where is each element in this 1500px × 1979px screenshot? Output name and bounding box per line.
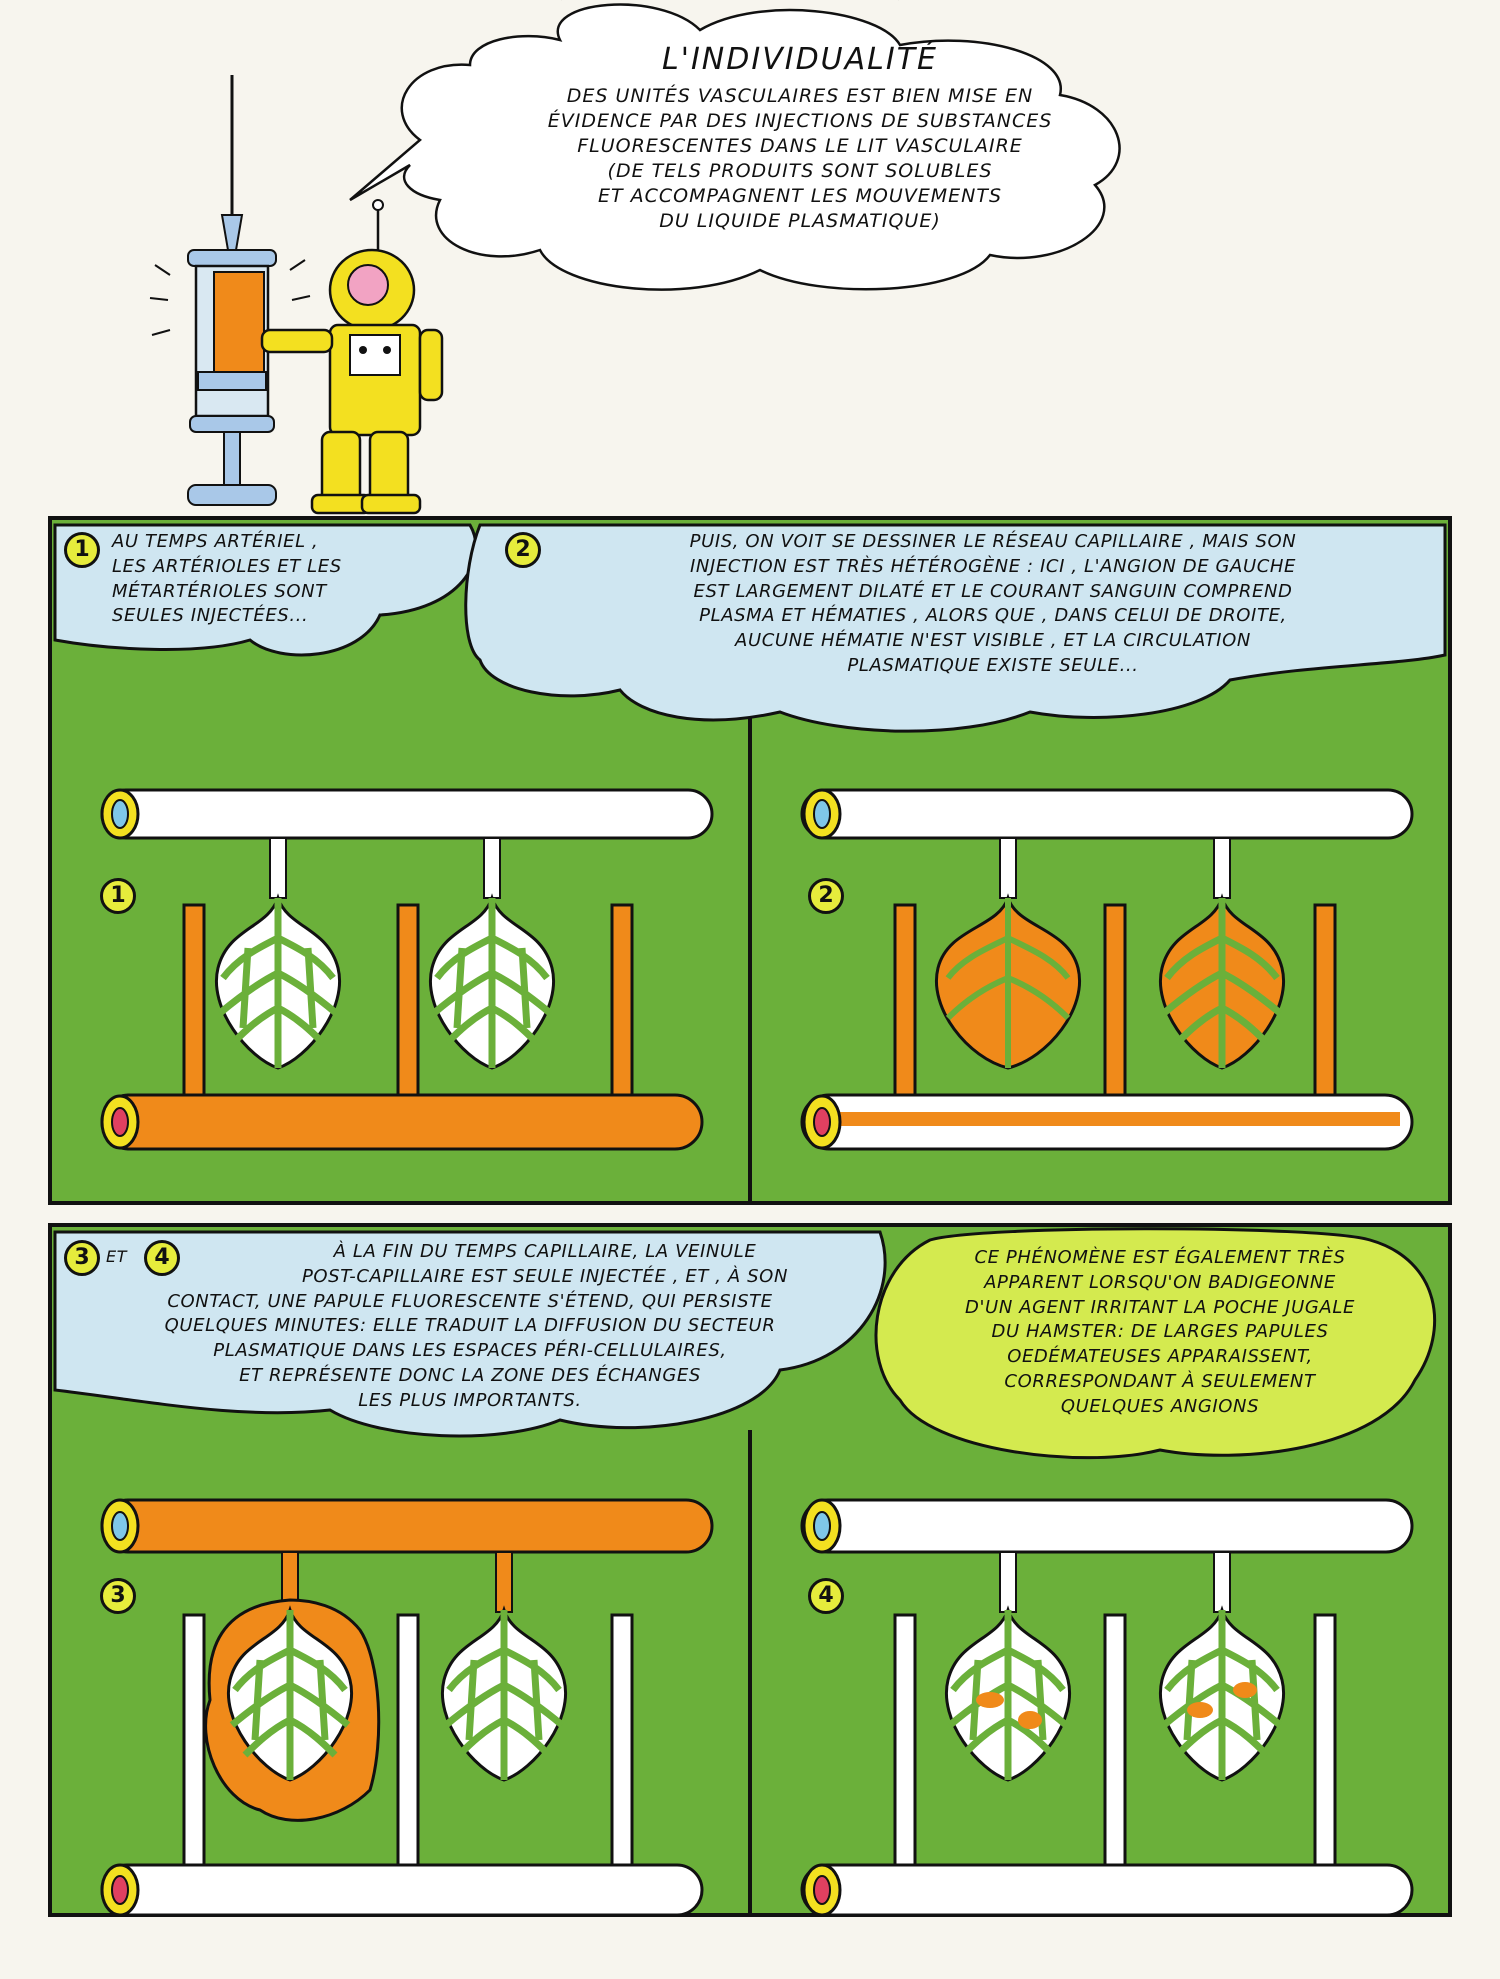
title-line: (DE TELS PRODUITS SONT SOLUBLES [440, 159, 1160, 184]
caption-1-number: 1 [64, 532, 100, 568]
caption-line: CORRESPONDANT À SEULEMENT [890, 1370, 1430, 1395]
caption-line: PLASMATIQUE EXISTE SEULE... [548, 654, 1438, 679]
caption-line: APPARENT LORSQU'ON BADIGEONNE [890, 1271, 1430, 1296]
caption-line: CONTACT, UNE PAPULE FLUORESCENTE S'ÉTEND… [60, 1290, 880, 1315]
caption-2-text: PUIS, ON VOIT SE DESSINER LE RÉSEAU CAPI… [548, 530, 1438, 679]
caption-line: PUIS, ON VOIT SE DESSINER LE RÉSEAU CAPI… [548, 530, 1438, 555]
caption-line: LES ARTÉRIOLES ET LES [112, 555, 462, 580]
title-line: ÉVIDENCE PAR DES INJECTIONS DE SUBSTANCE… [440, 109, 1160, 134]
caption-3-text: À LA FIN DU TEMPS CAPILLAIRE, LA VEINULE… [60, 1240, 880, 1414]
robot-astronaut-illustration [262, 200, 442, 513]
caption-1-text: AU TEMPS ARTÉRIEL , LES ARTÉRIOLES ET LE… [112, 530, 462, 629]
title-line: DES UNITÉS VASCULAIRES EST BIEN MISE EN [440, 84, 1160, 109]
caption-line: SEULES INJECTÉES... [112, 604, 462, 629]
caption-line: À LA FIN DU TEMPS CAPILLAIRE, LA VEINULE [60, 1240, 880, 1265]
caption-line: AU TEMPS ARTÉRIEL , [112, 530, 462, 555]
caption-line: DU HAMSTER: DE LARGES PAPULES [890, 1320, 1430, 1345]
caption-line: QUELQUES MINUTES: ELLE TRADUIT LA DIFFUS… [60, 1314, 880, 1339]
panel-4-label: 4 [808, 1578, 844, 1614]
caption-line: OEDÉMATEUSES APPARAISSENT, [890, 1345, 1430, 1370]
caption-line: PLASMA ET HÉMATIES , ALORS QUE , DANS CE… [548, 604, 1438, 629]
panel-1-label: 1 [100, 878, 136, 914]
caption-line: D'UN AGENT IRRITANT LA POCHE JUGALE [890, 1296, 1430, 1321]
title-heading: L'INDIVIDUALITÉ [440, 40, 1160, 80]
caption-4-text: CE PHÉNOMÈNE EST ÉGALEMENT TRÈS APPARENT… [890, 1246, 1430, 1420]
syringe-illustration [150, 75, 310, 505]
panel-2-label: 2 [808, 878, 844, 914]
caption-line: CE PHÉNOMÈNE EST ÉGALEMENT TRÈS [890, 1246, 1430, 1271]
caption-line: LES PLUS IMPORTANTS. [60, 1389, 880, 1414]
title-line: ET ACCOMPAGNENT LES MOUVEMENTS [440, 184, 1160, 209]
title-line: DU LIQUIDE PLASMATIQUE) [440, 209, 1160, 234]
caption-2-number: 2 [505, 532, 541, 568]
caption-line: MÉTARTÉRIOLES SONT [112, 580, 462, 605]
caption-line: ET REPRÉSENTE DONC LA ZONE DES ÉCHANGES [60, 1364, 880, 1389]
caption-line: POST-CAPILLAIRE EST SEULE INJECTÉE , ET … [60, 1265, 880, 1290]
panel-3-label: 3 [100, 1578, 136, 1614]
caption-line: QUELQUES ANGIONS [890, 1395, 1430, 1420]
caption-line: AUCUNE HÉMATIE N'EST VISIBLE , ET LA CIR… [548, 629, 1438, 654]
caption-line: INJECTION EST TRÈS HÉTÉROGÈNE : ICI , L'… [548, 555, 1438, 580]
caption-line: PLASMATIQUE DANS LES ESPACES PÉRI-CELLUL… [60, 1339, 880, 1364]
title-line: FLUORESCENTES DANS LE LIT VASCULAIRE [440, 134, 1160, 159]
title-bubble-text: L'INDIVIDUALITÉ DES UNITÉS VASCULAIRES E… [440, 40, 1160, 234]
caption-line: EST LARGEMENT DILATÉ ET LE COURANT SANGU… [548, 580, 1438, 605]
